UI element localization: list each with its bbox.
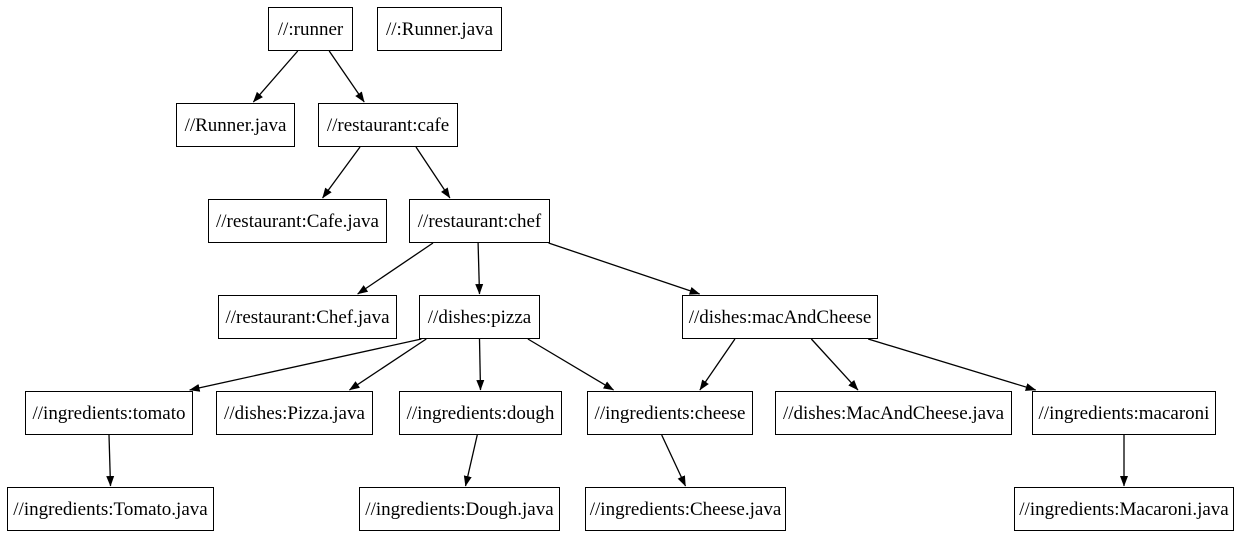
edge-mac-to-mac_java (810, 338, 859, 391)
edge-chef-to-pizza (475, 242, 484, 295)
graph-node-runner_java: //Runner.java (176, 103, 295, 147)
graph-node-cheese_java: //ingredients:Cheese.java (585, 487, 786, 531)
graph-node-label: //restaurant:Chef.java (225, 306, 390, 328)
graph-node-cafe_java: //restaurant:Cafe.java (208, 199, 387, 243)
edge-pizza-to-tomato (189, 338, 422, 392)
graph-node-runner: //:runner (268, 7, 353, 51)
graph-node-label: //ingredients:dough (406, 402, 555, 424)
graph-node-tomato: //ingredients:tomato (25, 391, 193, 435)
graph-node-label: //ingredients:Macaroni.java (1019, 498, 1229, 520)
graph-node-tomato_java: //ingredients:Tomato.java (7, 487, 214, 531)
edge-cafe-to-chef (415, 146, 451, 199)
edge-runner-to-cafe (328, 50, 365, 103)
graph-node-label: //ingredients:tomato (32, 402, 186, 424)
graph-node-cafe: //restaurant:cafe (318, 103, 458, 147)
graph-node-chef: //restaurant:chef (409, 199, 550, 243)
graph-node-pizza_java: //dishes:Pizza.java (216, 391, 373, 435)
graph-node-label: //ingredients:Dough.java (365, 498, 554, 520)
graph-node-label: //:runner (277, 18, 344, 40)
graph-node-label: //ingredients:Tomato.java (13, 498, 208, 520)
graph-node-label: //:Runner.java (385, 18, 494, 40)
edge-cheese-to-cheese_java (661, 434, 687, 487)
edge-cafe-to-cafe_java (322, 146, 361, 199)
edge-runner-to-runner_java (252, 50, 299, 103)
graph-node-macaroni: //ingredients:macaroni (1032, 391, 1216, 435)
edge-pizza-to-pizza_java (349, 338, 427, 391)
graph-node-macaroni_java: //ingredients:Macaroni.java (1014, 487, 1234, 531)
edge-tomato-to-tomato_java (106, 434, 115, 487)
edge-pizza-to-dough (476, 338, 485, 391)
edge-chef-to-chef_java (357, 242, 434, 295)
graph-node-label: //dishes:MacAndCheese.java (782, 402, 1005, 424)
graph-node-label: //ingredients:Cheese.java (589, 498, 782, 520)
graph-node-mac_java: //dishes:MacAndCheese.java (775, 391, 1012, 435)
graph-node-label: //restaurant:Cafe.java (215, 210, 379, 232)
graph-node-label: //ingredients:macaroni (1038, 402, 1210, 424)
graph-node-runner_java_src: //:Runner.java (377, 7, 502, 51)
graph-node-label: //restaurant:chef (417, 210, 542, 232)
graph-node-pizza: //dishes:pizza (419, 295, 540, 339)
edge-mac-to-cheese (699, 338, 736, 391)
edge-pizza-to-cheese (527, 338, 614, 391)
graph-node-label: //dishes:pizza (427, 306, 532, 328)
edge-chef-to-mac (548, 242, 701, 295)
edge-dough-to-dough_java (463, 434, 478, 487)
graph-node-dough: //ingredients:dough (399, 391, 562, 435)
graph-node-label: //ingredients:cheese (594, 402, 746, 424)
graph-node-label: //Runner.java (184, 114, 287, 136)
graph-node-label: //dishes:Pizza.java (224, 402, 365, 424)
graph-node-chef_java: //restaurant:Chef.java (218, 295, 397, 339)
graph-node-label: //dishes:macAndCheese (688, 306, 872, 328)
graph-node-label: //restaurant:cafe (326, 114, 450, 136)
edge-mac-to-macaroni (868, 338, 1037, 391)
graph-node-cheese: //ingredients:cheese (587, 391, 753, 435)
graph-node-mac: //dishes:macAndCheese (682, 295, 878, 339)
graph-node-dough_java: //ingredients:Dough.java (359, 487, 560, 531)
